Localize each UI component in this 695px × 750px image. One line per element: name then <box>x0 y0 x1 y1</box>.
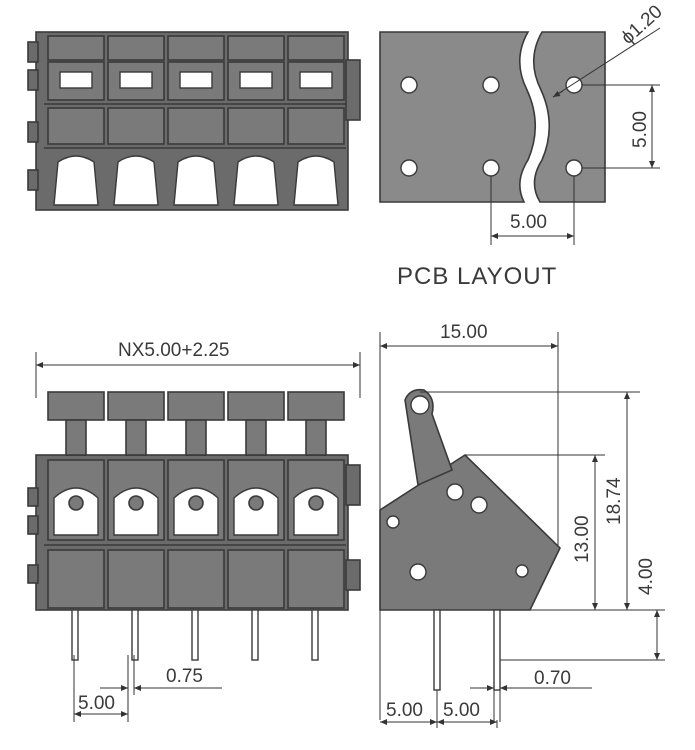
front-view-pin <box>311 609 319 661</box>
pcb-layout-board <box>379 31 537 203</box>
top-view-lever <box>167 35 225 61</box>
pcb-vertical-pitch-label: 5.00 <box>630 111 651 148</box>
front-view-screw <box>248 495 264 511</box>
top-view-pole <box>227 107 285 145</box>
top-view-pole <box>107 107 165 145</box>
front-view-base <box>47 549 105 609</box>
front-view-base <box>227 549 285 609</box>
side-view: 15.00 18.74 13.00 4.00 0.70 5.00 5.00 <box>379 322 665 728</box>
pcb-hole <box>482 76 500 94</box>
overall-width-dimension: NX5.00+2.25 <box>35 340 361 398</box>
body-height-label: 13.00 <box>572 515 593 563</box>
front-view-clamp-opening <box>113 487 159 536</box>
front-view-clamp-opening <box>173 487 219 536</box>
top-view-wire-entry <box>53 155 99 206</box>
pcb-layout: ϕ1.20 5.00 5.00 PCB LAYOUT <box>379 1 667 290</box>
front-view-base <box>107 549 165 609</box>
pcb-hole <box>400 76 418 94</box>
top-view-clamp-slot <box>179 71 213 89</box>
front-view-screw <box>128 495 144 511</box>
top-view-clamp-slot <box>239 71 273 89</box>
side-hole <box>409 563 427 581</box>
pcb-hole <box>400 159 418 177</box>
side-pitch-a-label: 5.00 <box>386 700 423 721</box>
side-hole <box>515 564 529 578</box>
front-view-screw <box>188 495 204 511</box>
side-view-body <box>379 453 561 611</box>
top-view-wire-entry <box>233 155 279 206</box>
side-pin-width-label: 0.70 <box>534 668 571 689</box>
front-view-screw <box>68 495 84 511</box>
top-view-clamp-slot <box>119 71 153 89</box>
front-view-lever-stem <box>185 419 207 456</box>
pcb-hole <box>565 159 583 177</box>
side-pin <box>493 609 501 691</box>
front-view-latch <box>345 559 361 591</box>
pcb-horizontal-pitch-label: 5.00 <box>510 212 547 233</box>
front-view-base <box>287 549 345 609</box>
front-view-lever <box>107 391 165 421</box>
front-view-clamp-opening <box>233 487 279 536</box>
front-pin-pitch-label: 5.00 <box>78 693 115 714</box>
total-height-label: 18.74 <box>604 477 625 525</box>
pin-length-label: 4.00 <box>636 558 657 595</box>
front-view-lever-stem <box>245 419 267 456</box>
front-view-pin <box>251 609 259 661</box>
top-view-pole <box>167 107 225 145</box>
pcb-layout-board-right <box>532 31 606 203</box>
top-view-wire-entry <box>293 155 339 206</box>
top-view-lever <box>107 35 165 61</box>
top-view-lever <box>47 35 105 61</box>
front-view-latch <box>345 464 361 506</box>
front-view-lever-stem <box>65 419 87 456</box>
front-view-lever <box>47 391 105 421</box>
pcb-layout-title: PCB LAYOUT <box>397 263 557 290</box>
top-view-side-tab <box>27 41 39 63</box>
front-view-lever <box>287 391 345 421</box>
top-view-pole <box>287 107 345 145</box>
front-view-base <box>167 549 225 609</box>
front-view-lever-stem <box>305 419 327 456</box>
front-pin-dimensions: 5.00 0.75 <box>73 655 222 722</box>
front-view-side-tab <box>27 487 39 507</box>
front-view <box>27 391 361 661</box>
top-view-side-tab <box>27 121 39 143</box>
top-view-lever <box>287 35 345 61</box>
front-view-lever <box>227 391 285 421</box>
top-view-side-tab <box>27 169 39 191</box>
front-view-pin <box>191 609 199 661</box>
side-hole <box>446 483 464 501</box>
top-view-side-tab <box>27 69 39 91</box>
top-view-clamp-slot <box>59 71 93 89</box>
front-view-clamp-opening <box>293 487 339 536</box>
front-view-pin <box>131 609 139 661</box>
side-hole <box>386 515 400 529</box>
top-view <box>27 31 361 211</box>
front-view-pin <box>71 609 79 661</box>
front-view-clamp-opening <box>53 487 99 536</box>
depth-label: 15.00 <box>440 322 488 343</box>
diameter-leader <box>552 27 661 98</box>
front-pin-width-label: 0.75 <box>166 666 203 687</box>
front-view-lever <box>167 391 225 421</box>
lever-pivot <box>410 395 430 415</box>
top-view-clamp-slot <box>299 71 333 89</box>
front-view-side-tab <box>27 515 39 535</box>
side-pitch-b-label: 5.00 <box>443 700 480 721</box>
front-view-side-tab <box>27 564 39 584</box>
front-view-lever-stem <box>125 419 147 456</box>
top-view-wire-entry <box>113 155 159 206</box>
top-view-latch <box>345 59 361 121</box>
top-view-wire-entry <box>173 155 219 206</box>
front-view-screw <box>308 495 324 511</box>
side-pin <box>433 609 441 691</box>
side-hole <box>470 496 488 514</box>
overall-width-label: NX5.00+2.25 <box>118 340 229 361</box>
pcb-hole <box>482 159 500 177</box>
hole-diameter-label: ϕ1.20 <box>617 1 666 48</box>
top-view-lever <box>227 35 285 61</box>
top-view-pole <box>47 107 105 145</box>
